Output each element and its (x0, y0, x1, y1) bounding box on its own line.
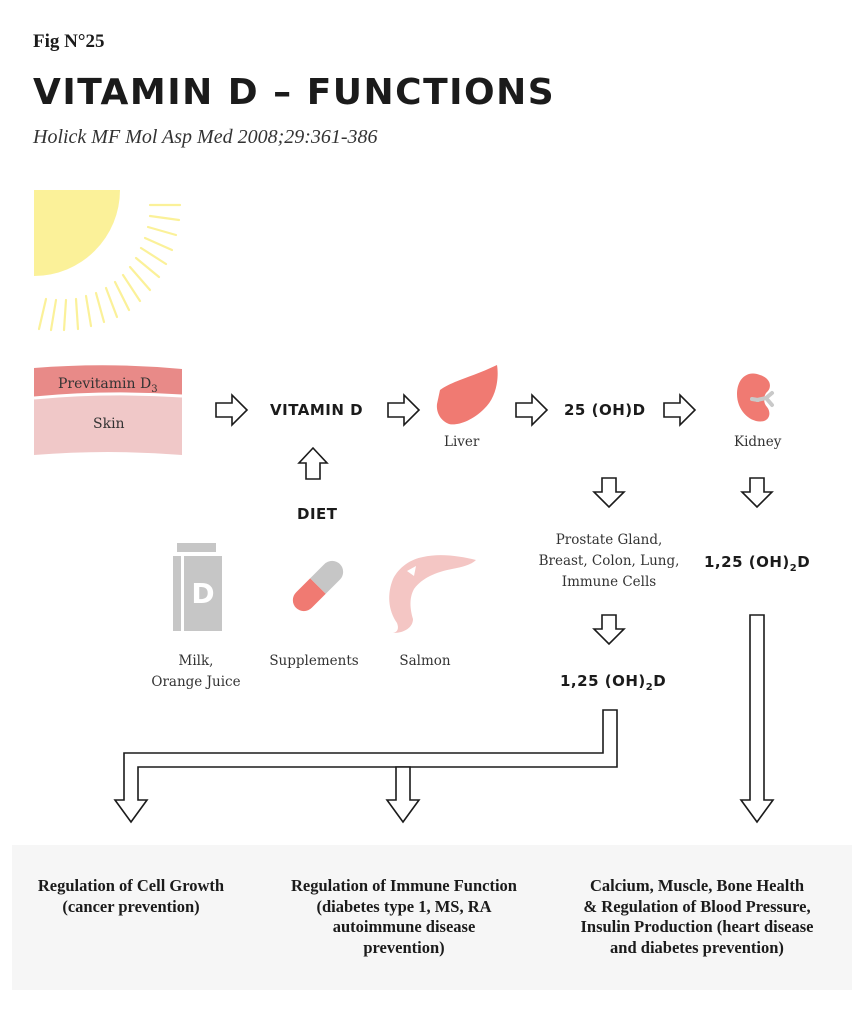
tissue-product-node: 1,25 (OH)2D (560, 672, 667, 693)
long-arrow-down (739, 614, 775, 824)
arrow-right-icon (663, 393, 697, 427)
kidney-label: Kidney (734, 434, 782, 450)
kidney-icon (737, 373, 774, 422)
outcome-immune-function: Regulation of Immune Function (diabetes … (291, 876, 517, 957)
outcomes-band (12, 845, 852, 990)
sun-icon (34, 190, 182, 332)
arrow-down-icon (385, 766, 421, 824)
supplements-label: Supplements (269, 653, 359, 669)
liver-label: Liver (444, 434, 480, 450)
kidney-product-node: 1,25 (OH)2D (704, 553, 811, 574)
hydroxy-25-node: 25 (OH)D (564, 401, 646, 419)
milk-carton-icon (173, 543, 222, 631)
pill-capsule-icon (292, 560, 344, 612)
previtamin-subscript: 3 (151, 383, 158, 395)
outcome-calcium-bone: Calcium, Muscle, Bone Health & Regulatio… (580, 876, 814, 957)
arrow-right-icon (387, 393, 421, 427)
page-title: VITAMIN D – FUNCTIONS (33, 72, 556, 113)
salmon-icon (389, 555, 476, 633)
branching-arrow (113, 709, 618, 824)
arrow-right-icon (215, 393, 249, 427)
skin-label: Skin (93, 416, 125, 432)
vitamin-d-node: VITAMIN D (270, 401, 364, 419)
arrow-right-icon (515, 393, 549, 427)
diet-node: DIET (297, 505, 338, 523)
figure-number: Fig N°25 (33, 31, 105, 52)
arrow-down-icon (740, 477, 774, 509)
milk-carton-letter: D (191, 577, 214, 610)
arrow-up-icon (297, 446, 329, 480)
milk-label: Milk, Orange Juice (151, 653, 241, 690)
salmon-label: Salmon (399, 653, 451, 669)
arrow-down-icon (592, 477, 626, 509)
previtamin-label: Previtamin D3 (58, 376, 158, 395)
arrow-down-icon (592, 614, 626, 646)
skin-layers-icon (33, 365, 183, 455)
outcome-cell-growth: Regulation of Cell Growth (cancer preven… (37, 876, 225, 916)
citation: Holick MF Mol Asp Med 2008;29:361-386 (33, 126, 378, 148)
liver-icon (436, 365, 498, 425)
target-tissues-label: Prostate Gland, Breast, Colon, Lung, Imm… (538, 532, 680, 590)
